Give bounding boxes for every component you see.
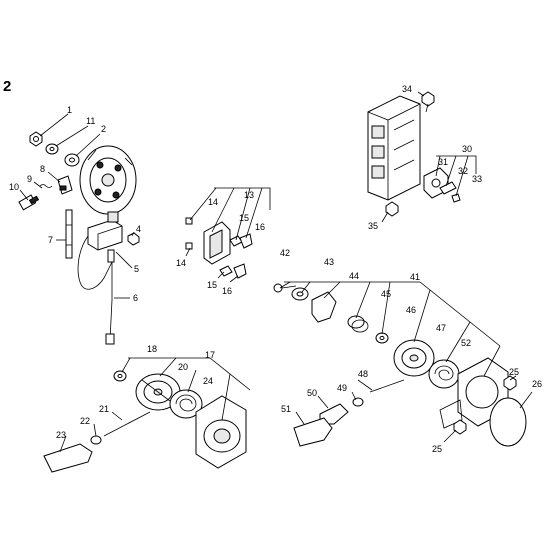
callout-23: 23 xyxy=(56,430,66,440)
callout-44: 44 xyxy=(349,271,359,281)
callout-labels: 1 11 2 8 9 10 7 4 5 6 13 14 15 16 14 15 … xyxy=(9,84,542,454)
callout-25-lower: 25 xyxy=(432,444,442,454)
callout-4: 4 xyxy=(136,224,141,234)
callout-10: 10 xyxy=(9,182,19,192)
handle-51[interactable] xyxy=(293,417,333,447)
bolt-35[interactable] xyxy=(385,201,399,217)
handle-23[interactable] xyxy=(43,443,93,473)
bolt-34[interactable] xyxy=(421,91,435,113)
callout-48: 48 xyxy=(358,369,368,379)
wire-6[interactable] xyxy=(105,249,115,345)
rope-guide-22[interactable] xyxy=(90,435,102,445)
nut-1[interactable] xyxy=(29,131,43,147)
bolt-25-lower[interactable] xyxy=(453,419,467,435)
callout-2: 2 xyxy=(101,124,106,134)
callout-6: 6 xyxy=(133,293,138,303)
callout-9: 9 xyxy=(27,174,32,184)
clip-16-upper[interactable] xyxy=(239,233,253,249)
clip-16-lower[interactable] xyxy=(233,263,247,279)
spring-45[interactable] xyxy=(347,315,369,333)
spring-9[interactable] xyxy=(39,184,53,188)
callout-7: 7 xyxy=(48,235,53,245)
callout-8: 8 xyxy=(40,164,45,174)
plate-32[interactable] xyxy=(439,181,457,195)
callout-30: 30 xyxy=(462,144,472,154)
flywheel-group xyxy=(18,131,140,345)
callout-52: 52 xyxy=(461,338,471,348)
leader-lines xyxy=(19,91,533,453)
callout-15-upper: 15 xyxy=(239,213,249,223)
muffler-group xyxy=(367,91,461,217)
callout-41: 41 xyxy=(410,272,420,282)
screw-14-lower[interactable] xyxy=(185,242,193,250)
gasket-26[interactable] xyxy=(489,397,527,447)
callout-50: 50 xyxy=(307,388,317,398)
callout-35: 35 xyxy=(368,221,378,231)
plate-number: 2 xyxy=(3,78,12,95)
callout-16-upper: 16 xyxy=(255,222,265,232)
pulley-20[interactable] xyxy=(135,373,181,411)
callout-51: 51 xyxy=(281,404,291,414)
callout-32: 32 xyxy=(458,166,468,176)
callout-43: 43 xyxy=(324,257,334,267)
callout-13: 13 xyxy=(244,190,254,200)
plug-boot-8[interactable] xyxy=(57,175,73,195)
callout-14-upper: 14 xyxy=(208,197,218,207)
callout-25-upper: 25 xyxy=(509,367,519,377)
bolt-25-upper[interactable] xyxy=(503,375,517,391)
spark-plug-10[interactable] xyxy=(18,194,40,211)
callout-22: 22 xyxy=(80,416,90,426)
ignition-coil-5[interactable] xyxy=(77,211,123,290)
callout-16-lower: 16 xyxy=(222,286,232,296)
starter-case[interactable] xyxy=(195,395,247,469)
callout-5: 5 xyxy=(134,264,139,274)
guide-49[interactable] xyxy=(352,397,364,407)
washer-43[interactable] xyxy=(291,287,309,301)
callout-34: 34 xyxy=(402,84,412,94)
callout-11: 11 xyxy=(86,116,95,126)
washer-2[interactable] xyxy=(64,153,80,167)
pulley-47[interactable] xyxy=(393,339,435,377)
spring-52[interactable] xyxy=(428,359,460,389)
callout-45: 45 xyxy=(381,289,391,299)
callout-21: 21 xyxy=(99,404,109,414)
callout-24: 24 xyxy=(203,376,213,386)
cover-13[interactable] xyxy=(203,221,231,265)
muffler-30[interactable] xyxy=(367,95,421,201)
callout-26: 26 xyxy=(532,379,542,389)
callout-33: 33 xyxy=(472,174,482,184)
washer-46[interactable] xyxy=(375,332,389,344)
rope-48[interactable] xyxy=(369,379,405,393)
callout-31: 31 xyxy=(438,157,448,167)
tube-7[interactable] xyxy=(65,209,73,259)
starter-group-17 xyxy=(43,370,247,473)
callout-49: 49 xyxy=(337,383,347,393)
callout-46: 46 xyxy=(406,305,416,315)
callout-47: 47 xyxy=(436,323,446,333)
callout-17: 17 xyxy=(205,350,215,360)
nut-18[interactable] xyxy=(113,370,127,382)
rope-21[interactable] xyxy=(103,411,151,437)
callout-1: 1 xyxy=(67,105,72,115)
cover-group-13 xyxy=(185,217,253,279)
callout-18: 18 xyxy=(147,344,157,354)
callout-15-lower: 15 xyxy=(207,280,217,290)
bolt-4[interactable] xyxy=(127,232,140,246)
screw-42[interactable] xyxy=(273,283,297,293)
washer-11[interactable] xyxy=(45,143,59,155)
spring-24[interactable] xyxy=(169,389,203,419)
ratchet-44[interactable] xyxy=(311,291,337,323)
callout-20: 20 xyxy=(178,362,188,372)
callout-14-lower: 14 xyxy=(176,258,186,268)
callout-42: 42 xyxy=(280,248,290,258)
starter-group-41 xyxy=(273,283,527,447)
flywheel[interactable] xyxy=(79,145,137,215)
